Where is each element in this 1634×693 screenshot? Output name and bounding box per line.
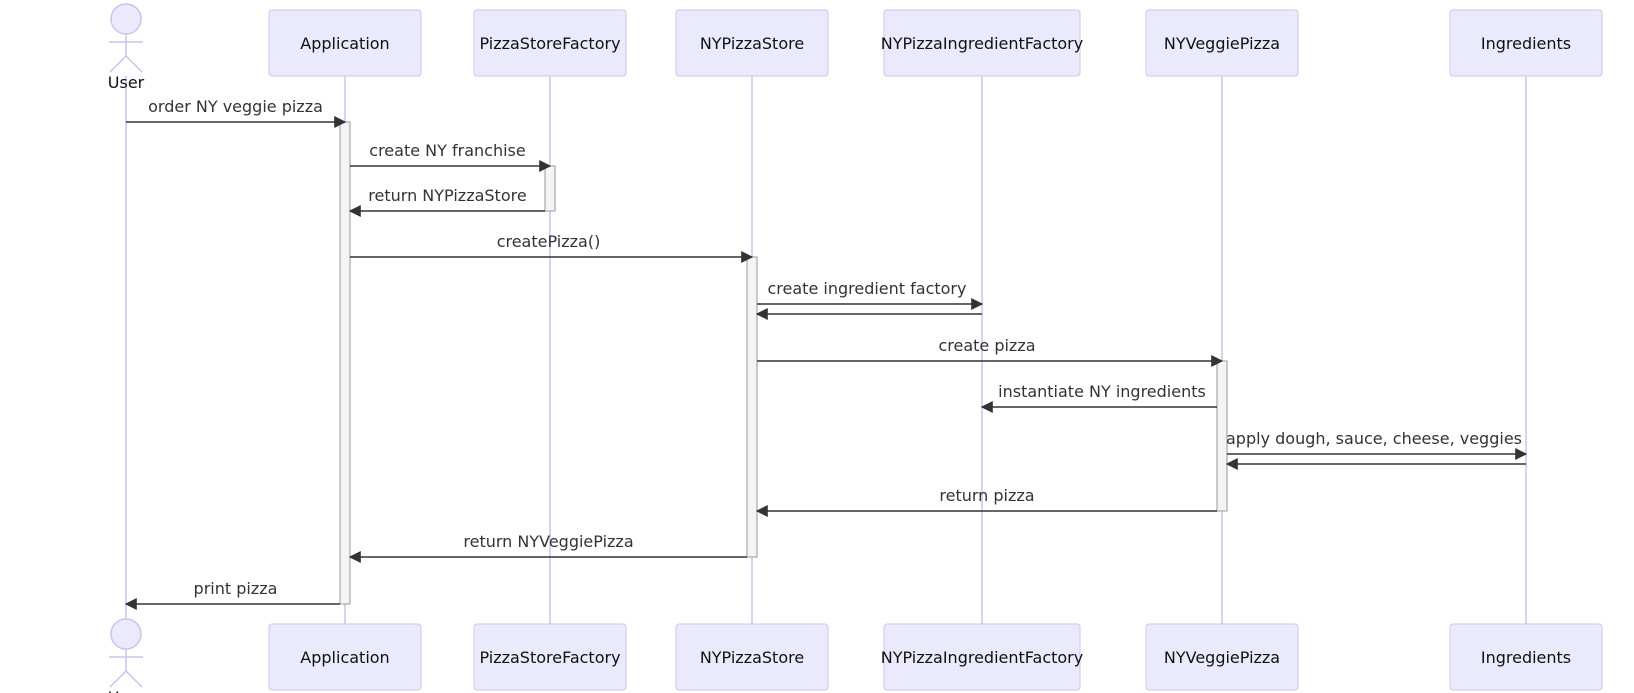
participant-psf-bottom: PizzaStoreFactory (473, 623, 627, 691)
message-2: return NYPizzaStore (348, 186, 545, 217)
participant-nyvp-bottom: NYVeggiePizza (1145, 623, 1299, 691)
message-0: order NY veggie pizza (126, 97, 347, 128)
participant-ing-top: Ingredients (1449, 9, 1603, 77)
actor-leg-right (125, 55, 143, 73)
actor-user-top: User (108, 3, 145, 92)
participant-app-bottom: Application (268, 623, 422, 691)
participant-box (883, 623, 1081, 691)
message-8: apply dough, sauce, cheese, veggies (1226, 429, 1528, 460)
message-12: print pizza (124, 579, 340, 610)
participant-app-top: Application (268, 9, 422, 77)
actor-leg-right (125, 670, 143, 688)
participant-label: Application (300, 648, 389, 667)
participant-box (1145, 9, 1299, 77)
participant-box (473, 623, 627, 691)
participant-box (268, 623, 422, 691)
message-label: order NY veggie pizza (148, 97, 323, 116)
participant-box (1449, 9, 1603, 77)
participant-label: NYVeggiePizza (1164, 34, 1280, 53)
message-7: instantiate NY ingredients (980, 382, 1217, 413)
participant-nys-bottom: NYPizzaStore (675, 623, 829, 691)
activation-bar-nys (746, 256, 758, 558)
participant-nyif-top: NYPizzaIngredientFactory (881, 9, 1083, 77)
activation-bar-app (339, 121, 351, 605)
message-6: create pizza (757, 336, 1224, 367)
participant-label: PizzaStoreFactory (479, 34, 620, 53)
participant-label: NYPizzaStore (700, 34, 804, 53)
participant-box (675, 623, 829, 691)
message-4: create ingredient factory (757, 279, 984, 310)
participant-label: NYPizzaIngredientFactory (881, 648, 1083, 667)
actor-head-icon (110, 3, 142, 35)
participant-label: Ingredients (1481, 34, 1571, 53)
participant-label: NYPizzaStore (700, 648, 804, 667)
message-11: return NYVeggiePizza (348, 532, 747, 563)
message-1: create NY franchise (350, 141, 552, 172)
message-label: print pizza (194, 579, 278, 598)
actor-leg-left (109, 670, 127, 688)
message-label: create ingredient factory (768, 279, 967, 298)
participant-psf-top: PizzaStoreFactory (473, 9, 627, 77)
message-label: createPizza() (497, 232, 601, 251)
message-label: apply dough, sauce, cheese, veggies (1226, 429, 1522, 448)
participant-label: Application (300, 34, 389, 53)
message-3: createPizza() (350, 232, 754, 263)
actor-label: User (108, 688, 145, 693)
participant-label: Ingredients (1481, 648, 1571, 667)
participant-nys-top: NYPizzaStore (675, 9, 829, 77)
participant-box (1449, 623, 1603, 691)
participant-label: PizzaStoreFactory (479, 648, 620, 667)
participant-ing-bottom: Ingredients (1449, 623, 1603, 691)
actor-head-icon (110, 618, 142, 650)
participant-box (473, 9, 627, 77)
message-10: return pizza (755, 486, 1217, 517)
activation-bar-psf (544, 165, 556, 212)
participant-nyif-bottom: NYPizzaIngredientFactory (881, 623, 1083, 691)
message-label: return NYPizzaStore (368, 186, 526, 205)
participant-label: NYVeggiePizza (1164, 648, 1280, 667)
participant-box (883, 9, 1081, 77)
message-label: create NY franchise (369, 141, 525, 160)
actor-leg-left (109, 55, 127, 73)
message-label: return pizza (939, 486, 1034, 505)
participant-label: NYPizzaIngredientFactory (881, 34, 1083, 53)
participant-box (675, 9, 829, 77)
participant-box (1145, 623, 1299, 691)
participant-box (268, 9, 422, 77)
actor-user-bottom: User (108, 618, 145, 693)
message-label: instantiate NY ingredients (998, 382, 1206, 401)
message-label: create pizza (938, 336, 1035, 355)
actor-label: User (108, 73, 145, 92)
message-label: return NYVeggiePizza (463, 532, 633, 551)
participant-nyvp-top: NYVeggiePizza (1145, 9, 1299, 77)
